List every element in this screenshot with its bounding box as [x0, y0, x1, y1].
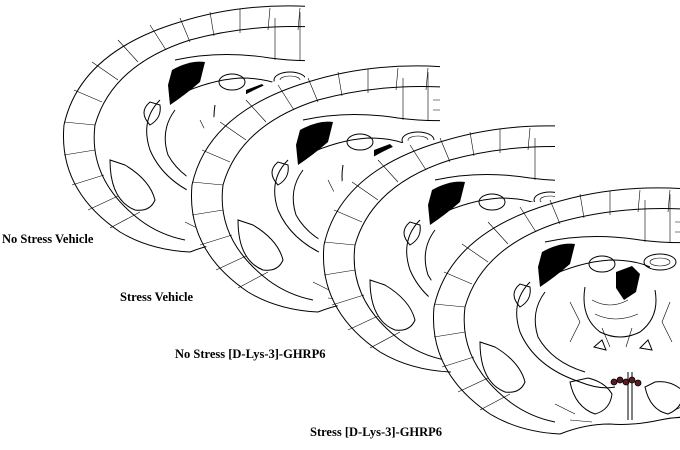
group-label-stress-ghrp6: Stress [D-Lys-3]-GHRP6: [310, 425, 443, 439]
section-stress-ghrp6: [427, 187, 680, 435]
injection-sites-4: [610, 376, 642, 387]
group-label-no-stress-vehicle: No Stress Vehicle: [2, 232, 94, 246]
group-label-stress-vehicle: Stress Vehicle: [120, 290, 194, 304]
group-label-no-stress-ghrp6: No Stress [D-Lys-3]-GHRP6: [175, 347, 326, 361]
